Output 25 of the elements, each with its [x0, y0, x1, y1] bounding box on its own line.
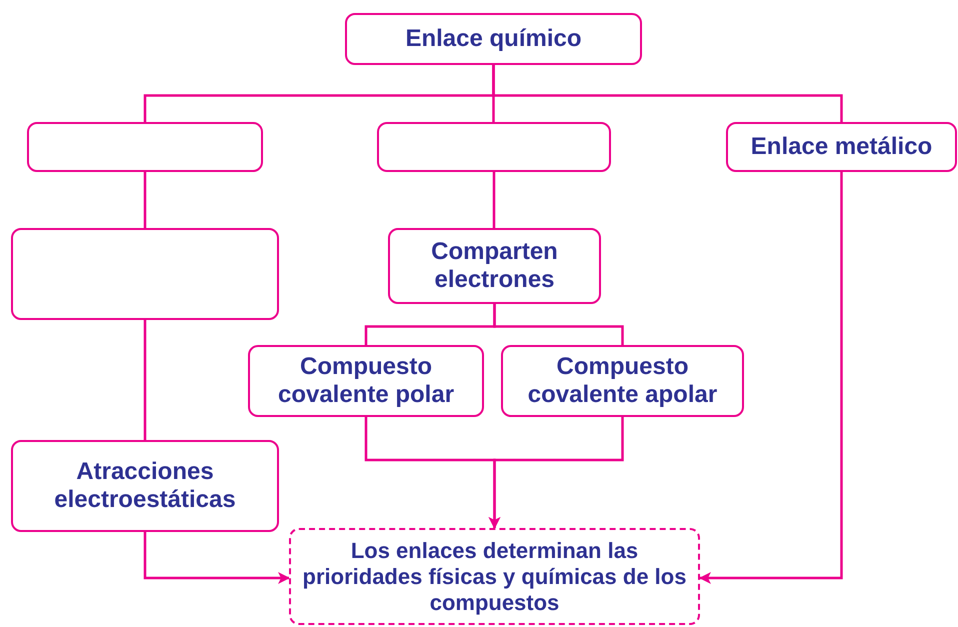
node-label: Enlace metálico: [750, 133, 932, 161]
arrow: [144, 532, 290, 584]
connector-line: [144, 172, 146, 228]
connector-line: [492, 172, 496, 228]
node-label: Los enlaces determinan las prioridades físicas y químicas de los compuestos: [302, 538, 688, 616]
blank-box: [11, 228, 279, 320]
node-label: Compuesto covalente apolar: [526, 353, 718, 409]
title-box: [345, 13, 642, 65]
connector-line: [493, 304, 624, 345]
arrow: [488, 417, 624, 529]
node-label: Comparten electrones: [430, 238, 559, 294]
connector-line: [144, 320, 146, 440]
blank-box: [377, 122, 611, 172]
concept-box: [726, 122, 957, 172]
connector-line: [492, 65, 843, 122]
arrow: [699, 172, 843, 584]
node-label: Enlace químico: [405, 25, 582, 53]
concept-box: [388, 228, 601, 304]
concept-box: [11, 440, 279, 532]
blank-box: [27, 122, 263, 172]
node-label: Compuesto covalente polar: [276, 353, 456, 409]
conclusion-box: [289, 528, 700, 625]
node-label: Atracciones electroestáticas: [53, 458, 237, 514]
concept-box: [248, 345, 484, 417]
concept-box: [501, 345, 744, 417]
